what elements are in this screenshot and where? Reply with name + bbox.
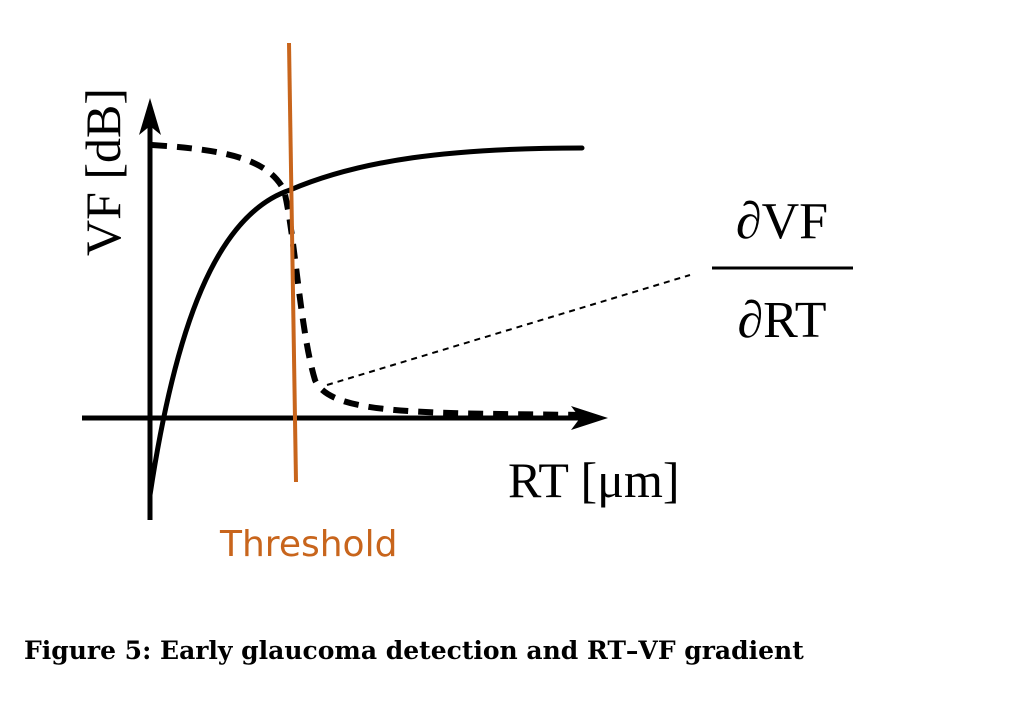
gradient-curve [151, 142, 586, 418]
diagram: VF [dB] RT [μm] Threshold ∂VF ∂RT [75, 42, 853, 565]
figure-caption: Figure 5: Early glaucoma detection and R… [24, 636, 804, 665]
threshold-label: Threshold [219, 524, 397, 565]
threshold-line [287, 42, 298, 483]
y-axis-arrowhead [139, 98, 161, 135]
gradient-denominator: ∂RT [737, 292, 826, 349]
x-axis-arrowhead [571, 406, 608, 430]
x-axis-label: RT [μm] [508, 452, 679, 508]
vf-rt-curve [147, 145, 585, 498]
y-axis-label: VF [dB] [75, 88, 131, 256]
gradient-leader-line [326, 274, 691, 386]
gradient-numerator: ∂VF [736, 193, 828, 250]
